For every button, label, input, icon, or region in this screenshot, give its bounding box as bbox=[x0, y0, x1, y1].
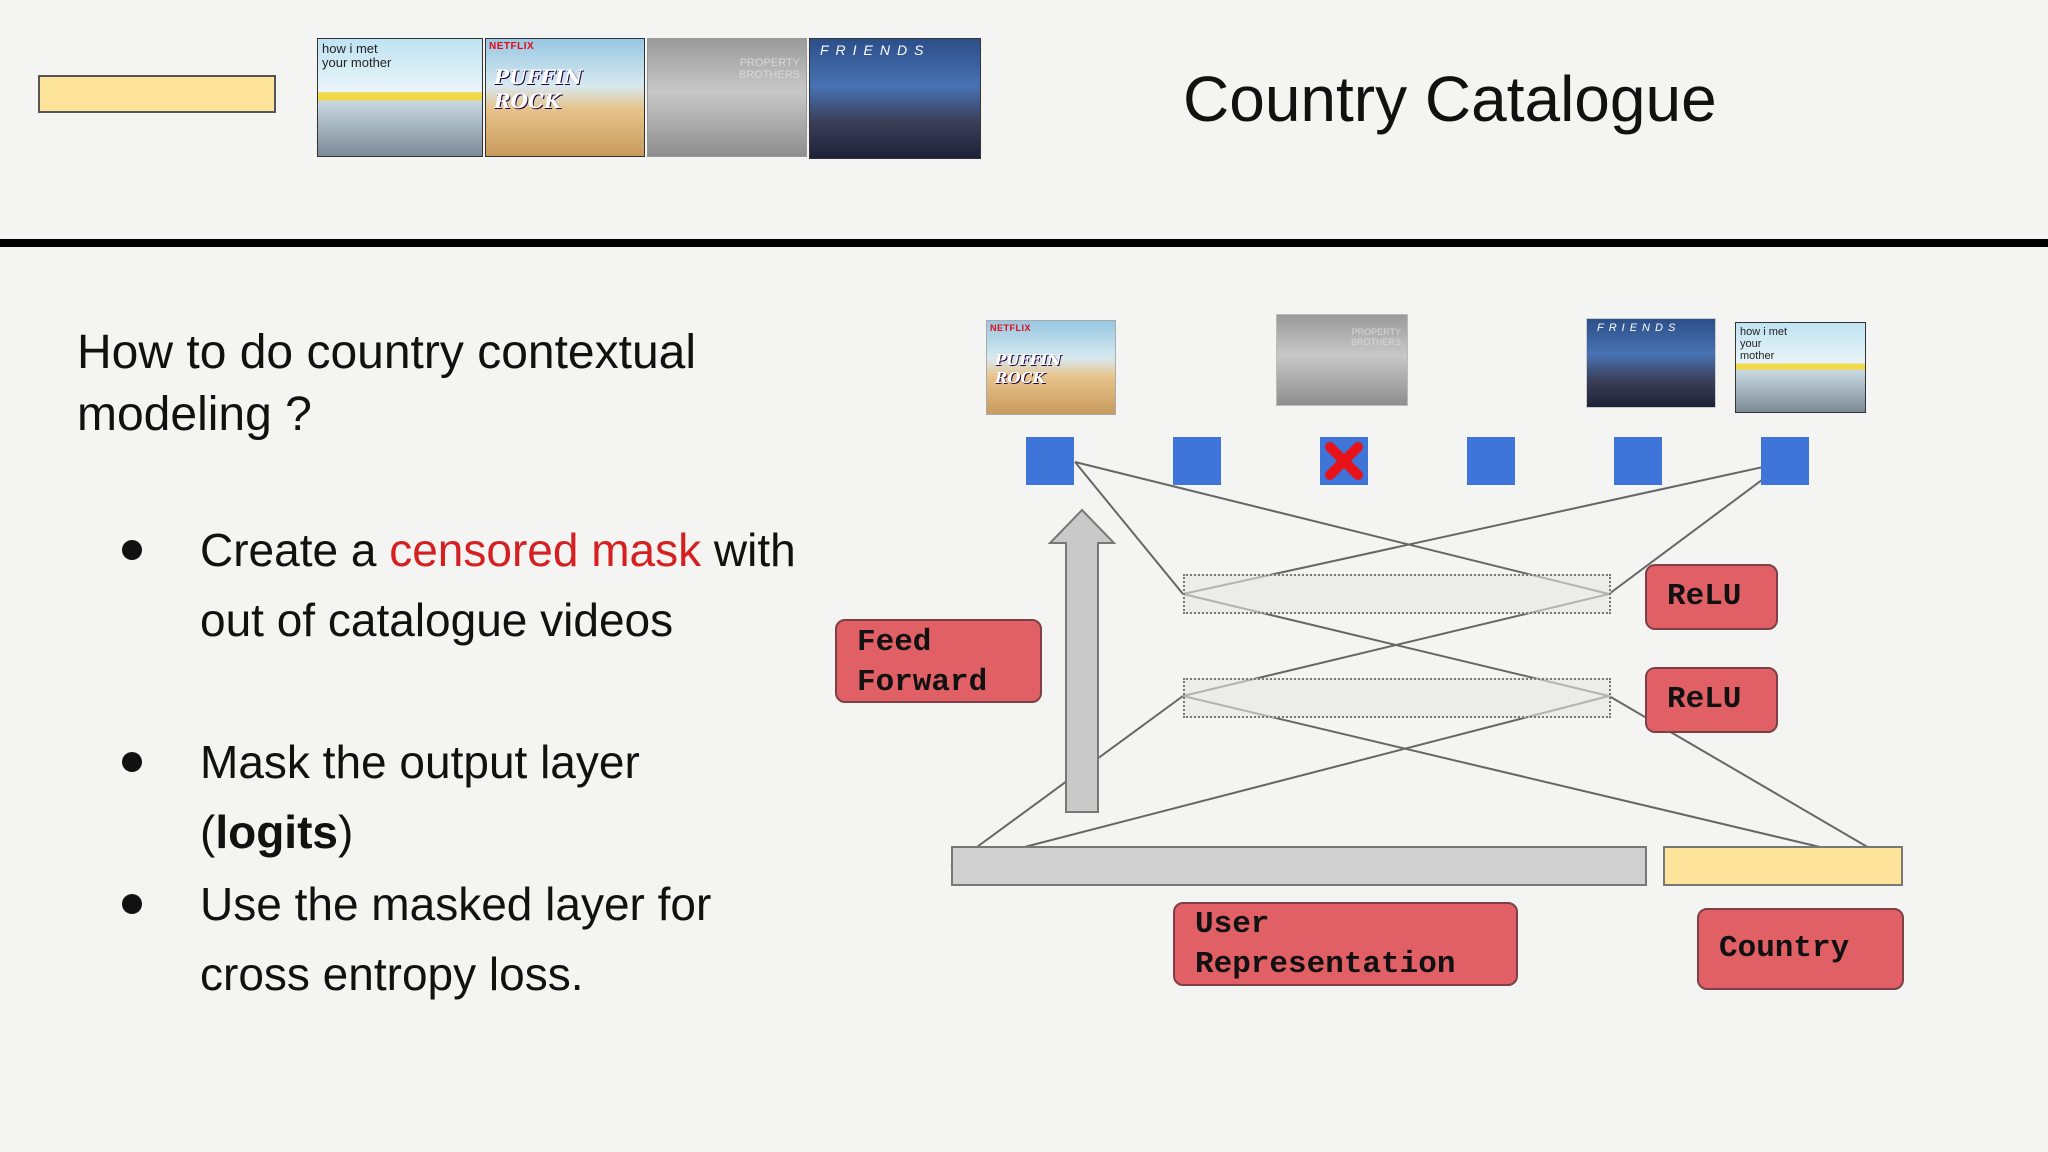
thumbnail-caption: FRIENDS bbox=[1597, 322, 1681, 334]
output-node bbox=[1761, 437, 1809, 485]
thumbnail-caption: PUFFIN ROCK bbox=[494, 65, 583, 113]
thumbnail-caption: PROPERTY BROTHERS bbox=[738, 57, 800, 81]
bullet-text: Mask the output layer ( bbox=[200, 736, 640, 858]
output-thumbnail-friends: FRIENDS bbox=[1586, 318, 1716, 408]
thumbnail-caption: FRIENDS bbox=[820, 42, 931, 58]
bullet-text: Use the masked layer for cross entropy l… bbox=[200, 878, 712, 1000]
thumbnail-himym: how i met your mother bbox=[317, 38, 483, 157]
color-swatch bbox=[38, 75, 276, 113]
bullet-text: with out of catalogue videos bbox=[200, 524, 796, 646]
output-thumbnail-himym: how i met your mother bbox=[1735, 322, 1866, 413]
bullet-text: Create a bbox=[200, 524, 390, 576]
output-node bbox=[1026, 437, 1074, 485]
red-x-icon bbox=[1325, 442, 1363, 480]
bold-text: logits bbox=[215, 806, 338, 858]
bullet-item: Mask the output layer (logits) bbox=[200, 727, 800, 867]
feed-forward-arrow bbox=[1047, 508, 1117, 813]
divider bbox=[0, 239, 2048, 247]
bullet-text: ) bbox=[338, 806, 354, 858]
relu-label-1: ReLU bbox=[1645, 564, 1778, 630]
feed-forward-label: Feed Forward bbox=[835, 619, 1042, 703]
output-node bbox=[1614, 437, 1662, 485]
thumbnail-caption: PUFFIN ROCK bbox=[995, 351, 1062, 387]
hidden-layer-2 bbox=[1183, 678, 1611, 718]
output-node-masked bbox=[1320, 437, 1368, 485]
page-title: Country Catalogue bbox=[1183, 63, 1717, 135]
hidden-layer-1 bbox=[1183, 574, 1611, 614]
user-representation-bar bbox=[951, 846, 1647, 886]
output-thumbnail-puffin-rock: NETFLIX PUFFIN ROCK bbox=[986, 320, 1116, 415]
output-node bbox=[1467, 437, 1515, 485]
bullet-marker bbox=[122, 540, 142, 560]
country-label: Country bbox=[1697, 908, 1904, 990]
highlight-text: censored mask bbox=[389, 524, 702, 576]
question-heading: How to do country contextual modeling ? bbox=[77, 326, 697, 441]
netflix-badge: NETFLIX bbox=[489, 41, 535, 52]
thumbnail-friends: FRIENDS bbox=[809, 38, 981, 159]
bullet-item: Use the masked layer for cross entropy l… bbox=[200, 869, 800, 1009]
user-representation-label: User Representation bbox=[1173, 902, 1518, 986]
output-node bbox=[1173, 437, 1221, 485]
thumbnail-caption: PROPERTY BROTHERS bbox=[1350, 327, 1401, 347]
thumbnail-property-brothers: PROPERTY BROTHERS bbox=[647, 38, 807, 157]
bullet-marker bbox=[122, 894, 142, 914]
thumbnail-puffin-rock: NETFLIX PUFFIN ROCK bbox=[485, 38, 645, 157]
country-bar bbox=[1663, 846, 1903, 886]
output-thumbnail-property-brothers: PROPERTY BROTHERS bbox=[1276, 314, 1408, 406]
netflix-badge: NETFLIX bbox=[990, 323, 1031, 333]
thumbnail-caption: how i met your mother bbox=[1740, 326, 1788, 362]
bullet-item: Create a censored mask with out of catal… bbox=[200, 515, 800, 655]
relu-label-2: ReLU bbox=[1645, 667, 1778, 733]
bullet-marker bbox=[122, 752, 142, 772]
thumbnail-caption: how i met your mother bbox=[322, 41, 392, 70]
